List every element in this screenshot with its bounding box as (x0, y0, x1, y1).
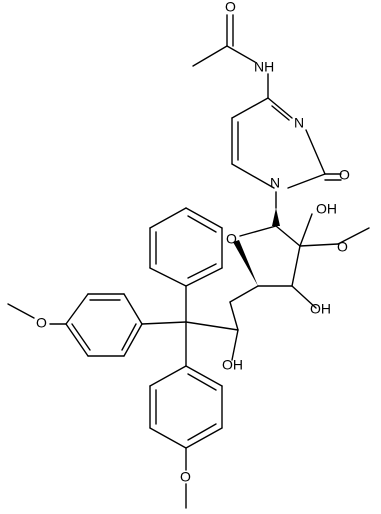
pyrimidine-n3-label: N (294, 115, 304, 131)
atom-labels: O NH N N O O OH O OH OH O O (36, 0, 350, 485)
lower-methoxyphenyl-ring (149, 365, 223, 509)
c5-hydroxyl-label: OH (222, 357, 243, 373)
left-methoxyphenyl-ring (7, 293, 143, 357)
lower-anisyl-oxygen-label: O (180, 469, 191, 485)
hydroxymethyl-linker (185, 285, 259, 361)
left-anisyl-oxygen-label: O (36, 315, 47, 331)
acetamide-group (192, 14, 269, 99)
phenyl-ring (149, 207, 223, 287)
carbonyl-oxygen-label: O (339, 167, 350, 183)
trityl-center (141, 285, 187, 367)
c2-hydroxyl-label: OH (316, 201, 337, 217)
c2-methoxy-oxygen-label: O (337, 239, 348, 255)
ring-oxygen-label: O (226, 231, 237, 247)
amide-oxygen-label: O (225, 0, 236, 15)
pyrimidine-n1-label: N (270, 175, 280, 191)
pyrimidinone-ring (231, 97, 342, 209)
ribose-ring (233, 208, 370, 309)
amide-nh-label: NH (254, 59, 274, 75)
c3-hydroxyl-label: OH (310, 301, 331, 317)
